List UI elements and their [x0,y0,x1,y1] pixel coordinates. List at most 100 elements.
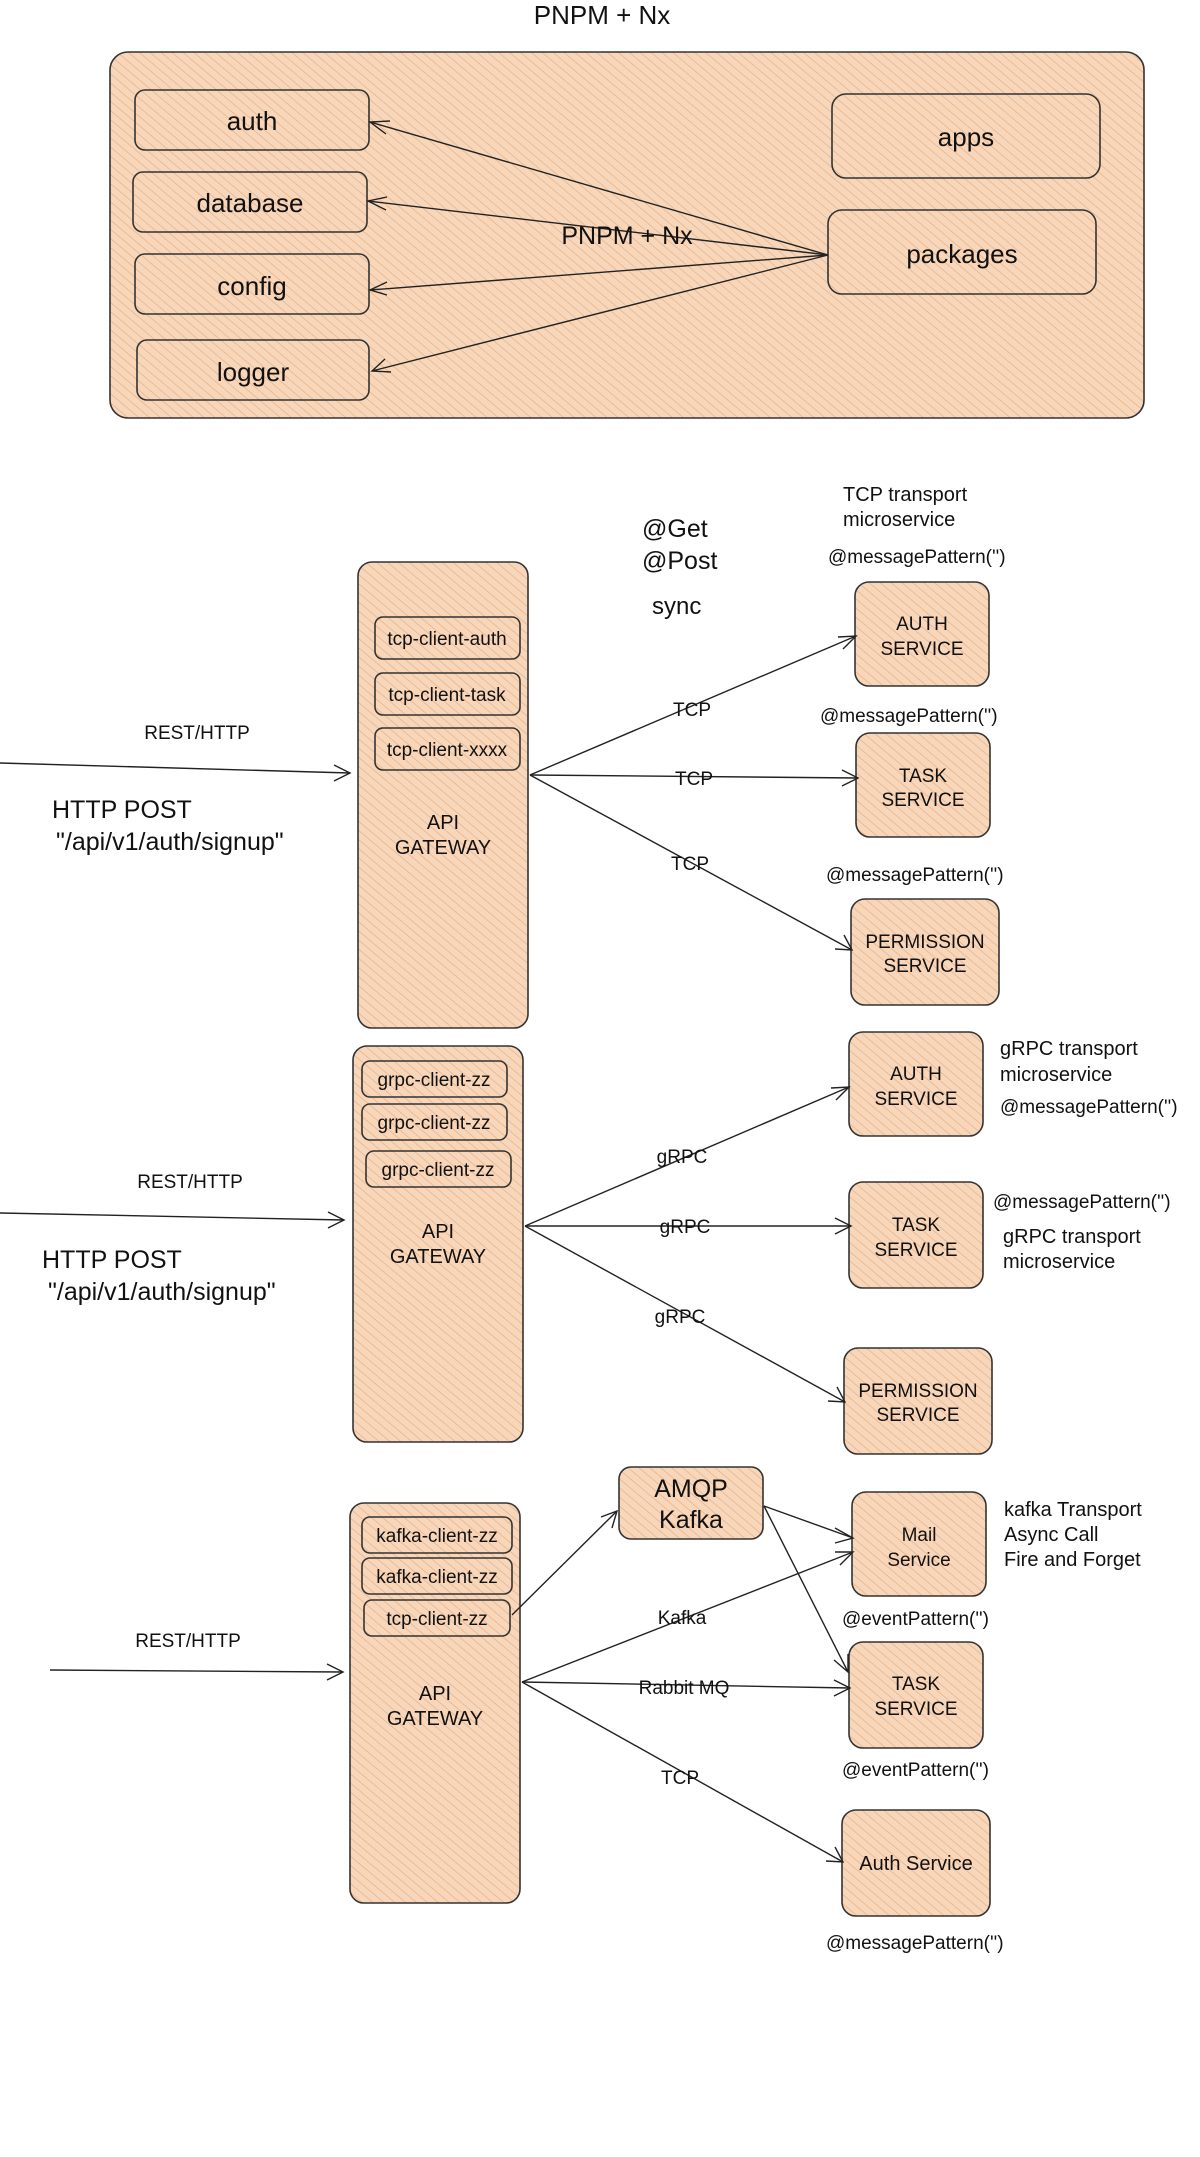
kafka-client-label-2: kafka-client-zz [376,1567,497,1588]
tcp-auth-service-label-1: AUTH [896,614,948,635]
apps-box: apps [831,93,1101,179]
kafka-transport-note-3: Fire and Forget [1004,1549,1141,1571]
grpc-permission-service: PERMISSION SERVICE [843,1347,993,1455]
event-task-service-label-1: TASK [892,1674,941,1695]
event-rest-label: REST/HTTP [135,1631,241,1652]
grpc-client-box-2: grpc-client-zz [361,1103,508,1141]
edge-packages-logger [370,254,829,373]
event-auth-pattern: @messagePattern('') [826,1933,1004,1954]
tcp-task-service: TASK SERVICE [855,732,991,838]
event-edge-mail [521,1551,855,1683]
event-task-service-label-2: SERVICE [874,1699,957,1720]
grpc-auth-service: AUTH SERVICE [848,1031,984,1137]
packages-box: packages [827,209,1097,295]
broker-box: AMQP Kafka [618,1466,764,1540]
event-gateway-label-2: GATEWAY [387,1708,483,1730]
kafka-transport-note-1: kafka Transport [1004,1499,1142,1521]
tcp-client-xxxx-label: tcp-client-xxxx [387,740,508,761]
tcp-permission-service: PERMISSION SERVICE [850,898,1000,1006]
tcp-http-method: HTTP POST [52,796,192,824]
sync-label: sync [652,593,701,620]
grpc-task-service: TASK SERVICE [848,1181,984,1289]
event-tcp-client-label: tcp-client-zz [386,1609,487,1630]
tcp-client-task-label: tcp-client-task [388,685,506,706]
tcp-client-auth-box: tcp-client-auth [374,616,521,660]
event-edge-mail-label: Kafka [658,1608,707,1629]
kafka-client-label-1: kafka-client-zz [376,1526,497,1547]
mail-service: Mail Service [851,1491,987,1597]
tcp-edge-permission [529,774,854,951]
tcp-edge-task-label: TCP [675,769,713,790]
grpc-gateway-label-1: API [422,1221,454,1243]
tcp-permission-pattern: @messagePattern('') [826,865,1004,886]
grpc-edge-auth-label: gRPC [657,1147,708,1168]
decorator-post: @Post [642,547,717,575]
grpc-transport-label-3: gRPC transport [1003,1226,1141,1248]
tcp-auth-service: AUTH SERVICE [854,581,990,687]
grpc-auth-pattern: @messagePattern('') [1000,1097,1178,1118]
edge-packages-database [365,196,829,256]
grpc-transport-label-4: microservice [1003,1251,1115,1273]
event-tcp-client-box: tcp-client-zz [363,1599,511,1637]
grpc-transport-label-2: microservice [1000,1064,1112,1086]
monorepo-title: PNPM + Nx [534,0,671,30]
event-task-service: TASK SERVICE [848,1641,984,1749]
tcp-gateway-label-1: API [427,812,459,834]
grpc-edge-task [525,1217,853,1235]
package-config-label: config [217,271,286,301]
event-gateway-label-1: API [419,1683,451,1705]
package-config: config [134,253,370,315]
grpc-rest-label: REST/HTTP [137,1172,243,1193]
kafka-transport-note-2: Async Call [1004,1524,1098,1546]
tcp-transport-label-1: TCP transport [843,484,968,506]
tcp-gateway-label-2: GATEWAY [395,837,491,859]
monorepo-edge-label: PNPM + Nx [561,222,693,250]
tcp-rest-label: REST/HTTP [144,723,250,744]
event-auth-service: Auth Service [841,1809,991,1917]
grpc-client-label-1: grpc-client-zz [378,1070,491,1091]
grpc-gateway-label-2: GATEWAY [390,1246,486,1268]
grpc-task-service-label-2: SERVICE [874,1240,957,1261]
mail-service-label-1: Mail [902,1525,937,1546]
mail-service-label-2: Service [887,1550,950,1571]
grpc-http-path: "/api/v1/auth/signup" [48,1278,276,1306]
package-database: database [132,171,368,233]
grpc-task-pattern: @messagePattern('') [993,1192,1171,1213]
tcp-edge-auth [529,635,858,776]
tcp-permission-service-label-2: SERVICE [883,956,966,977]
package-database-label: database [197,188,304,218]
tcp-edge-task [529,769,860,787]
package-logger: logger [136,339,370,401]
grpc-permission-service-label-2: SERVICE [876,1405,959,1426]
tcp-client-xxxx-box: tcp-client-xxxx [374,727,521,771]
event-task-pattern: @eventPattern('') [842,1760,989,1781]
grpc-permission-service-label-1: PERMISSION [858,1381,977,1402]
grpc-auth-service-label-2: SERVICE [874,1089,957,1110]
broker-label-1: AMQP [654,1475,728,1503]
edge-broker-mail [763,1505,855,1544]
grpc-client-label-3: grpc-client-zz [382,1160,495,1181]
tcp-task-service-label-2: SERVICE [881,790,964,811]
kafka-client-box-2: kafka-client-zz [361,1557,513,1595]
tcp-edge-auth-label: TCP [673,700,711,721]
decorator-get: @Get [642,515,708,543]
grpc-http-method: HTTP POST [42,1246,182,1274]
tcp-auth-service-label-2: SERVICE [880,639,963,660]
tcp-http-path: "/api/v1/auth/signup" [56,828,284,856]
grpc-edge-task-label: gRPC [660,1217,711,1238]
event-edge-task-label: Rabbit MQ [639,1678,730,1699]
grpc-edge-permission [524,1225,847,1403]
grpc-edge-permission-label: gRPC [655,1307,706,1328]
edge-packages-auth [368,120,829,256]
apps-label: apps [938,122,994,152]
grpc-auth-service-label-1: AUTH [890,1064,942,1085]
grpc-edge-auth [524,1086,851,1227]
grpc-incoming-edge [0,1211,346,1229]
tcp-task-pattern: @messagePattern('') [820,706,998,727]
edge-packages-config [368,254,829,296]
tcp-client-auth-label: tcp-client-auth [387,629,506,650]
tcp-auth-pattern: @messagePattern('') [828,547,1006,568]
grpc-api-gateway: API GATEWAY [352,1045,524,1443]
event-incoming-edge [49,1663,345,1681]
